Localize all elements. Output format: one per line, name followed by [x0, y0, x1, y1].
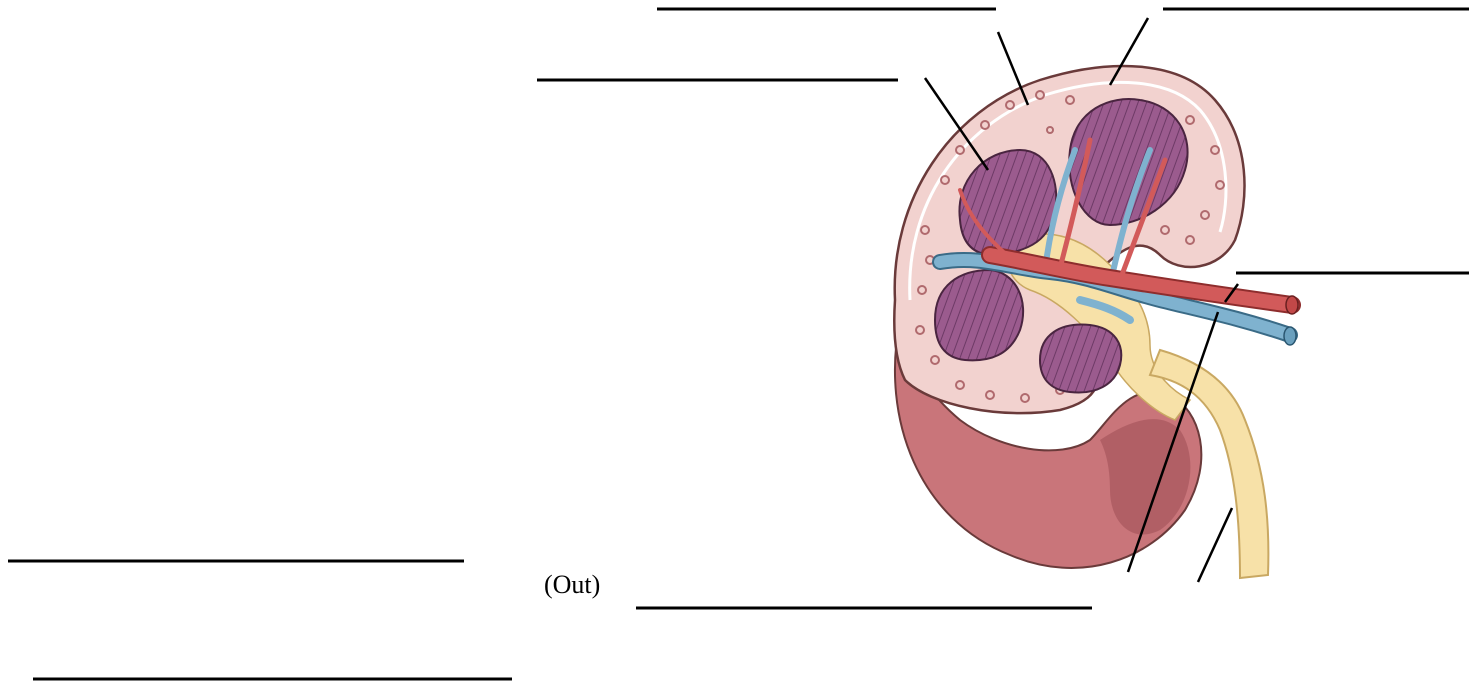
pyramid-lower — [1040, 325, 1121, 393]
pyramid-left — [935, 270, 1023, 360]
out-label: (Out) — [544, 572, 600, 598]
answer-blanks — [8, 9, 1469, 679]
leader-ureter — [1198, 508, 1232, 582]
vein-cut-end — [1284, 327, 1296, 345]
artery-cut-end — [1286, 296, 1298, 314]
